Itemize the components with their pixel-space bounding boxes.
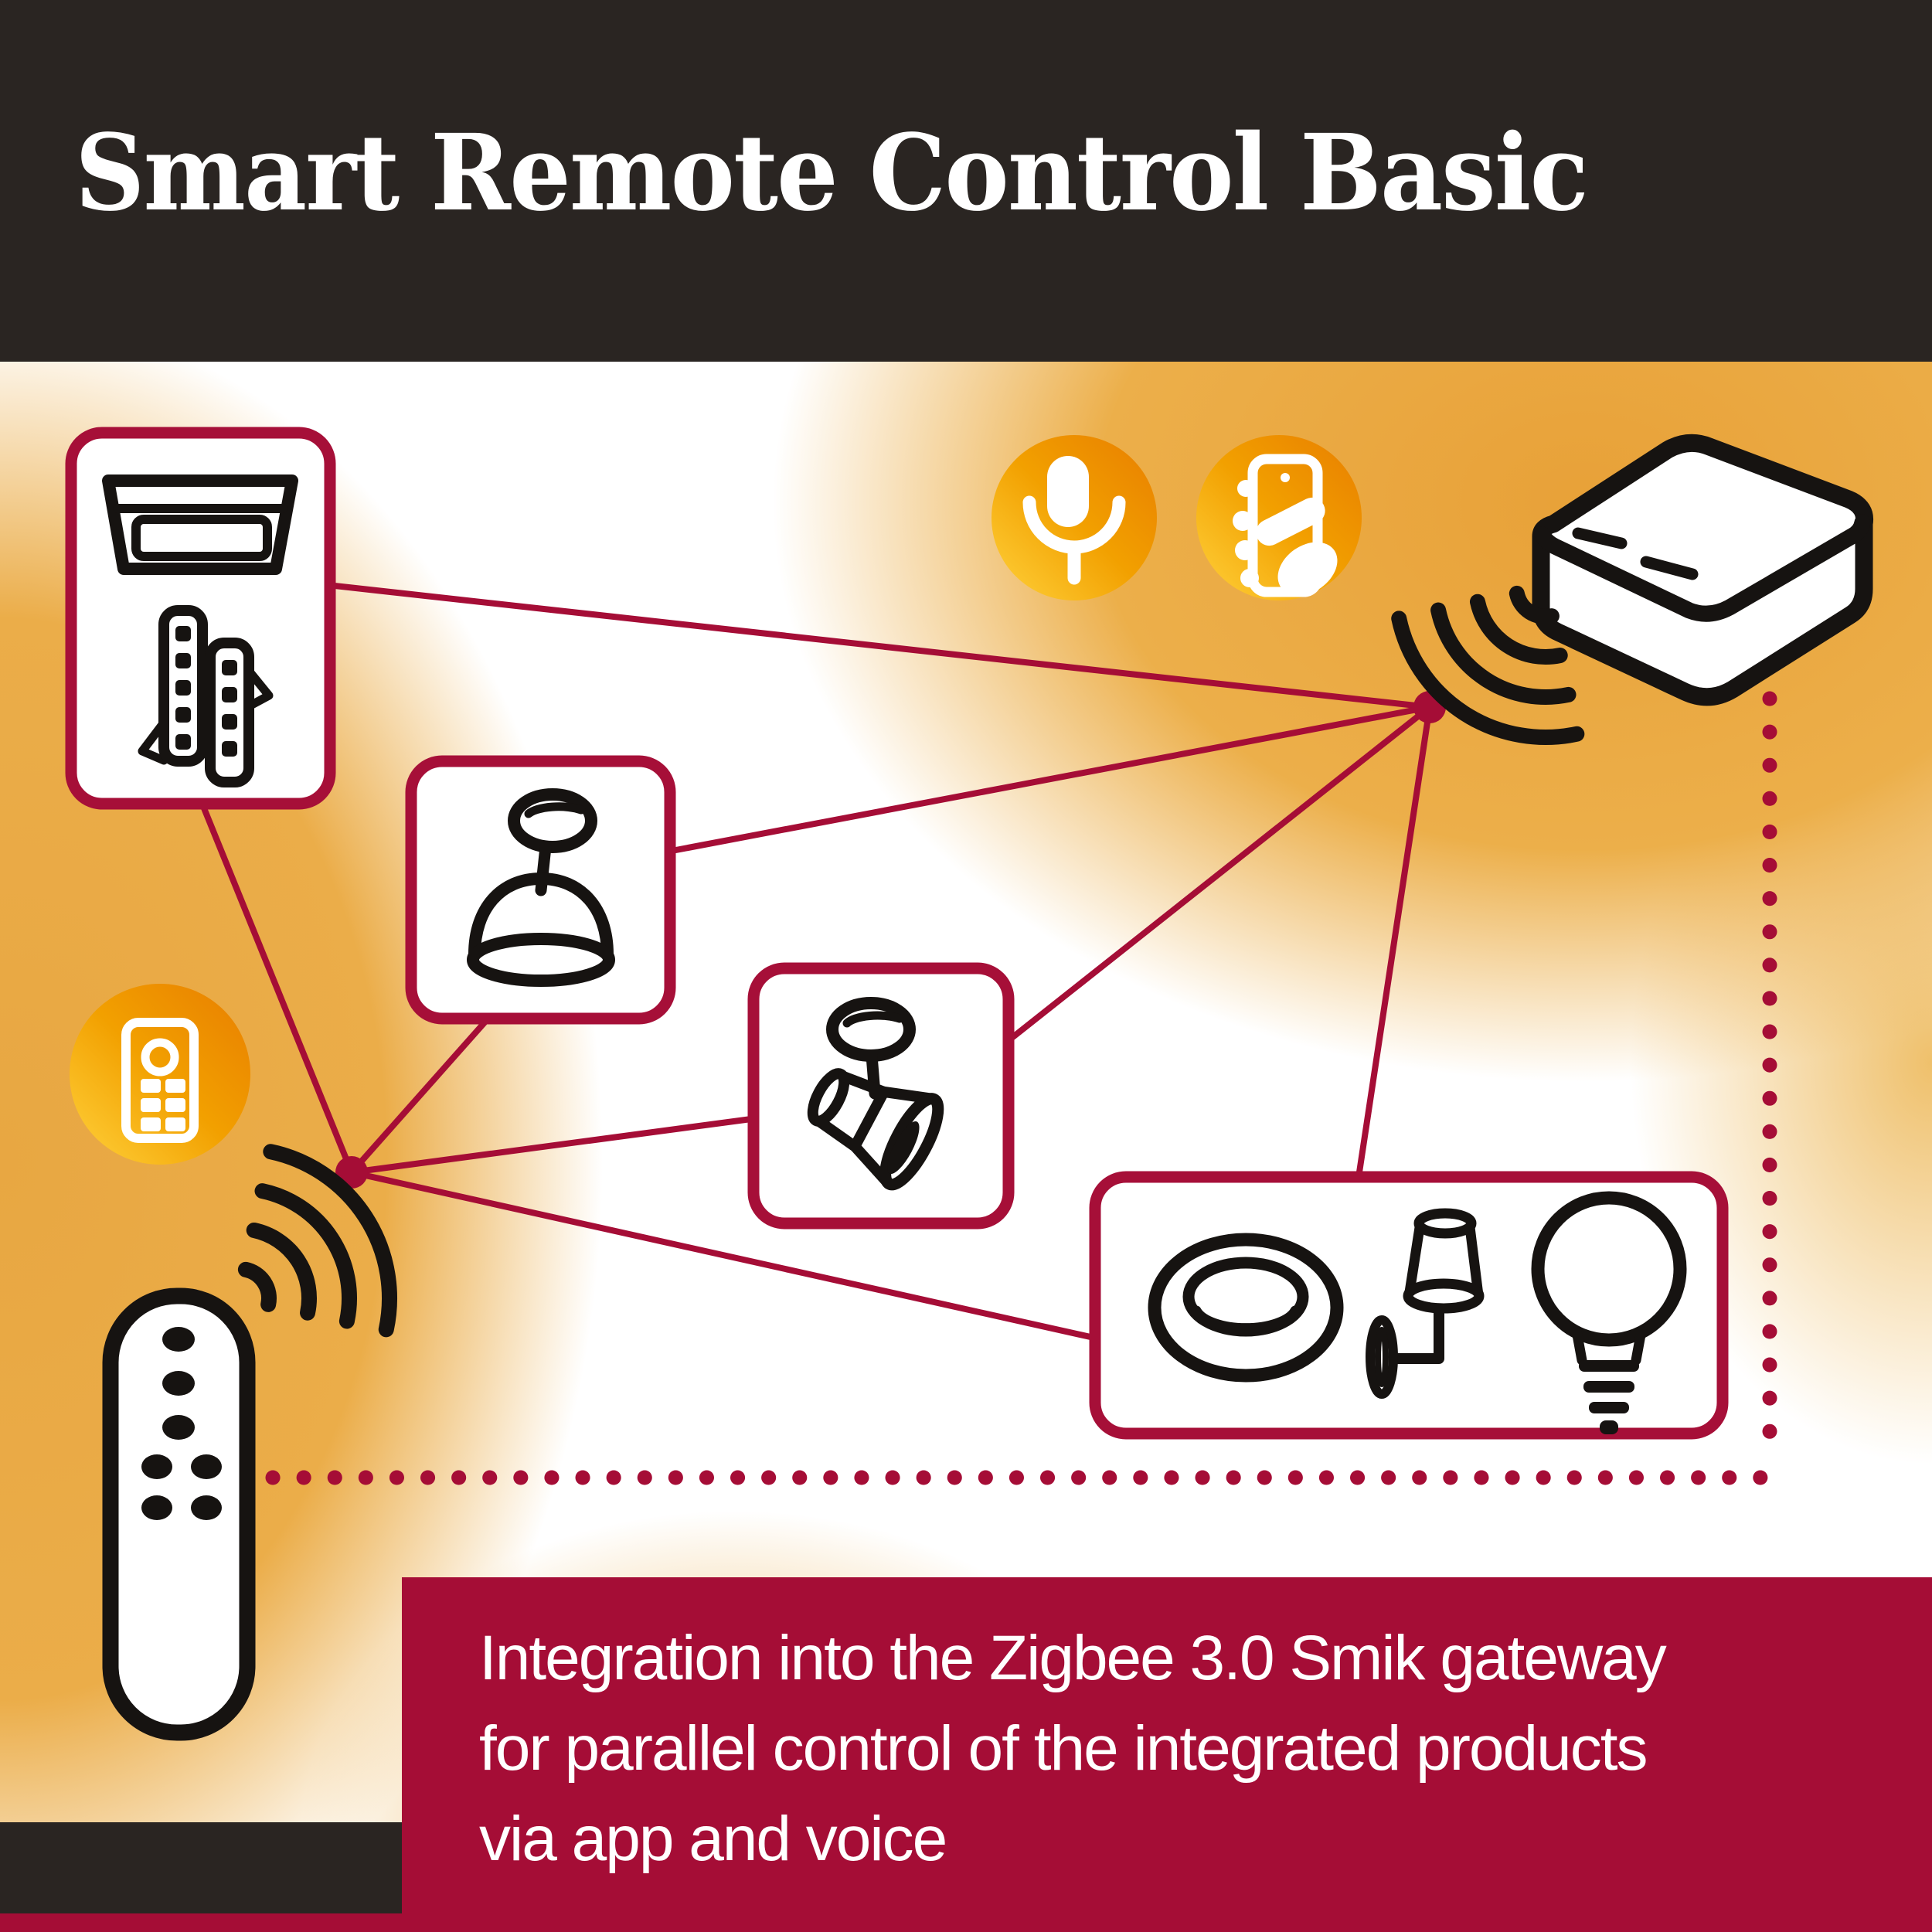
banner-line-3: via app and voice <box>479 1804 947 1874</box>
dotted-link-line <box>265 691 1777 1485</box>
led-strips-icon <box>138 605 274 787</box>
page-title: Smart Remote Control Basic <box>75 111 1589 235</box>
spot-light-icon <box>807 997 944 1191</box>
link-remote-spot <box>351 1116 752 1175</box>
remote-control-badge <box>70 984 250 1165</box>
banner-line-1: Integration into the Zigbee 3.0 Smik gat… <box>479 1623 1667 1693</box>
voice-control-badge <box>992 435 1157 600</box>
link-remote-lamps <box>351 1169 1098 1342</box>
remote-wifi-signal-icon <box>237 1144 397 1338</box>
bulb-base <box>1579 1360 1639 1434</box>
phone-app-icon <box>1233 454 1338 597</box>
ceiling-panel-icon <box>102 474 298 575</box>
remote-circle-buttons <box>141 1079 185 1131</box>
banner-line-2: for parallel control of the integrated p… <box>479 1713 1648 1784</box>
gateway-wifi-signal-icon <box>1391 585 1585 745</box>
wall-lamp-icon <box>1366 1208 1485 1399</box>
link-panel-gateway <box>327 582 1430 710</box>
remote-circle-icon <box>121 1018 199 1143</box>
led-strip-dots <box>175 626 237 757</box>
microphone-icon <box>1022 456 1126 585</box>
link-remote-panel <box>198 799 355 1174</box>
header-bar: Smart Remote Control Basic <box>0 0 1932 362</box>
remote-control-icon <box>102 1287 256 1741</box>
link-remote-pendant <box>349 1019 488 1175</box>
info-banner: Integration into the Zigbee 3.0 Smik gat… <box>402 1577 1932 1932</box>
gateway-icon <box>1532 434 1874 706</box>
link-pendant-gateway <box>667 704 1430 855</box>
pendant-lamp-icon <box>467 788 615 987</box>
link-lamps-gateway <box>1355 706 1433 1183</box>
bulb-icon <box>1531 1191 1687 1434</box>
remote-buttons <box>141 1327 222 1520</box>
link-spot-gateway <box>1001 704 1432 1048</box>
network-lines <box>198 582 1433 1342</box>
recessed-light-icon <box>1148 1233 1344 1383</box>
gateway-slots <box>1572 527 1699 580</box>
footer-charcoal-block <box>0 1822 402 1913</box>
app-control-badge <box>1196 435 1362 600</box>
